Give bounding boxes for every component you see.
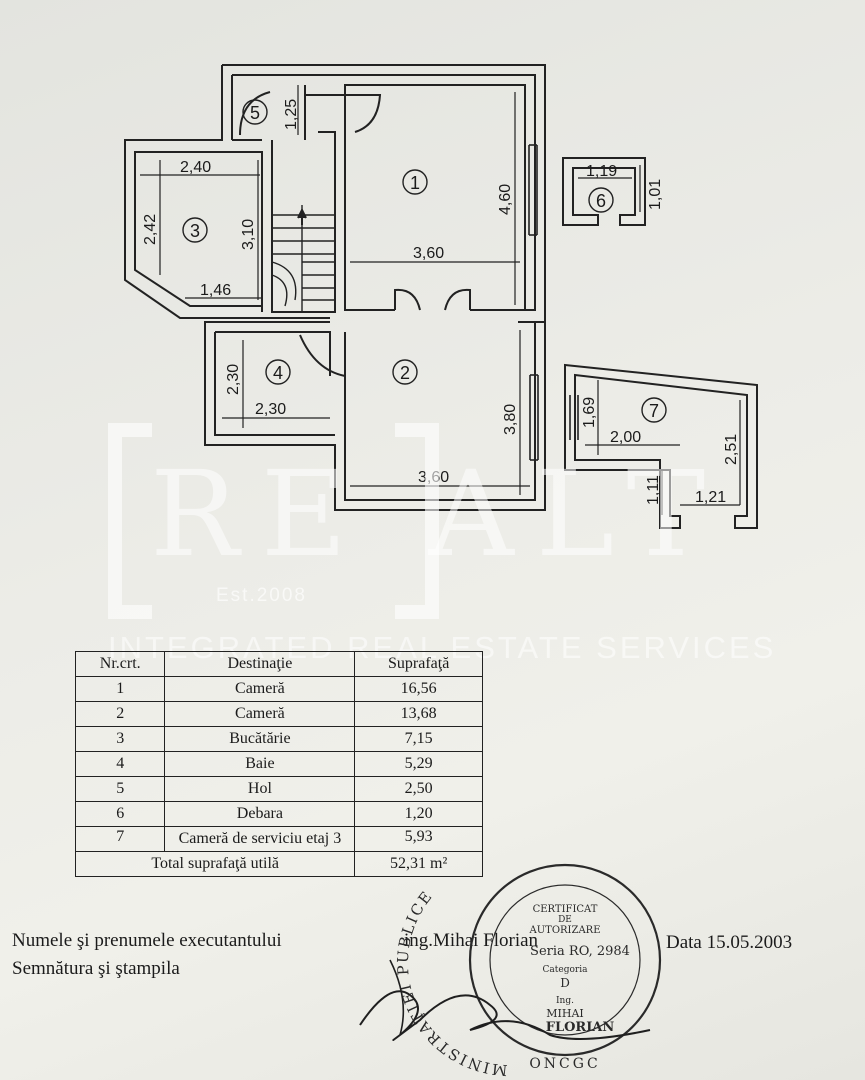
room-number-2: 2 (400, 363, 410, 383)
header-nr: Nr.crt. (74, 651, 166, 677)
cell-suprafata: 1,20 (354, 801, 483, 827)
stamp-line-florian: FLORIAN (546, 1020, 615, 1035)
dim-1-11: 1,11 (645, 475, 662, 505)
stamp-line-mihai: MIHAI (546, 1007, 584, 1020)
signature-label: Semnătura şi ştampila (12, 958, 180, 979)
total-label: Total suprafaţă utilă (74, 851, 356, 877)
stamp-outer-text: MINISTERUL ADMINISTRAŢIEI PUBLICE (350, 860, 508, 1079)
executant-label: Numele şi prenumele executantului (12, 930, 282, 951)
cell-destinatie: Baie (164, 751, 356, 777)
dim-2-30-horizontal: 2,30 (255, 401, 286, 418)
room-number-3: 3 (190, 221, 200, 241)
cell-nr: 4 (74, 751, 166, 777)
stamp-line-categoria: Categoria (543, 965, 589, 975)
table-row: 5 Hol 2,50 (74, 776, 483, 802)
dim-3-60-bottom: 3,60 (418, 469, 449, 486)
room-number-7: 7 (649, 401, 659, 421)
cell-destinatie: Debara (164, 801, 356, 827)
cell-suprafata: 7,15 (354, 726, 483, 752)
table-row: 6 Debara 1,20 (74, 801, 483, 827)
stamp-line-certificat: CERTIFICAT (533, 904, 598, 915)
handwritten-signature-icon (359, 990, 651, 1041)
dim-3-60-top: 3,60 (413, 245, 444, 262)
table-row: 4 Baie 5,29 (74, 751, 483, 777)
document-date: Data 15.05.2003 (666, 932, 793, 953)
table-row: 3 Bucătărie 7,15 (74, 726, 483, 752)
stamp-line-seria: Seria RO, 2984 (530, 944, 630, 959)
cell-nr: 2 (74, 701, 166, 727)
dim-1-25: 1,25 (283, 99, 300, 130)
cell-destinatie: Bucătărie (164, 726, 356, 752)
cell-suprafata: 13,68 (354, 701, 483, 727)
cell-nr: 3 (74, 726, 166, 752)
room-number-5: 5 (250, 103, 260, 123)
cell-nr: 1 (74, 676, 166, 702)
dim-2-42: 2,42 (142, 214, 159, 245)
total-value: 52,31 m² (354, 851, 483, 877)
room-number-4: 4 (273, 363, 283, 383)
dim-2-51: 2,51 (723, 434, 740, 465)
cell-destinatie: Cameră (164, 676, 356, 702)
stamp-line-ing: Ing. (556, 996, 574, 1006)
cell-suprafata: 16,56 (354, 676, 483, 702)
official-stamp: MINISTERUL ADMINISTRAŢIEI PUBLICE CERTIF… (350, 860, 662, 1079)
dim-1-69: 1,69 (581, 397, 598, 428)
dim-2-30-vertical: 2,30 (225, 364, 242, 395)
table-row: 1 Cameră 16,56 (74, 676, 483, 702)
table-row: 7 Cameră de serviciu etaj 3 5,93 (74, 826, 483, 852)
cell-suprafata: 5,29 (354, 751, 483, 777)
dim-1-46: 1,46 (200, 282, 231, 299)
cell-suprafata: 2,50 (354, 776, 483, 802)
areas-table: Nr.crt. Destinaţie Suprafaţă 1 Cameră 16… (74, 651, 483, 877)
dim-1-01: 1,01 (647, 179, 664, 210)
dim-3-10: 3,10 (240, 219, 257, 250)
cell-destinatie: Hol (164, 776, 356, 802)
stamp-line-de: DE (558, 915, 572, 925)
cell-destinatie: Cameră de serviciu etaj 3 (164, 826, 356, 852)
cell-nr: 6 (74, 801, 166, 827)
stamp-line-oncgc: ONCGC (529, 1056, 600, 1072)
cell-suprafata: 5,93 (354, 826, 483, 852)
dim-3-80: 3,80 (502, 404, 519, 435)
table-header-row: Nr.crt. Destinaţie Suprafaţă (74, 651, 483, 677)
room-number-1: 1 (410, 173, 420, 193)
stair-arrow-icon (297, 207, 307, 225)
cell-destinatie: Cameră (164, 701, 356, 727)
stamp-line-d: D (560, 976, 570, 990)
table-row: 2 Cameră 13,68 (74, 701, 483, 727)
header-suprafata: Suprafaţă (354, 651, 483, 677)
floor-plan: 1 2 3 4 5 6 7 1,25 2,40 2,42 3,10 1,46 4… (124, 64, 758, 529)
room-number-6: 6 (596, 191, 606, 211)
header-destinatie: Destinaţie (164, 651, 356, 677)
table-total-row: Total suprafaţă utilă 52,31 m² (74, 851, 483, 877)
cell-nr: 5 (74, 776, 166, 802)
dim-1-21: 1,21 (695, 489, 726, 506)
dim-2-00: 2,00 (610, 429, 641, 446)
stamp-line-autorizare: AUTORIZARE (529, 925, 601, 936)
signature-stroke-icon (389, 959, 405, 1036)
cell-nr: 7 (74, 826, 166, 852)
dim-1-19: 1,19 (586, 163, 617, 180)
dim-2-40: 2,40 (180, 159, 211, 176)
dim-4-60: 4,60 (497, 184, 514, 215)
